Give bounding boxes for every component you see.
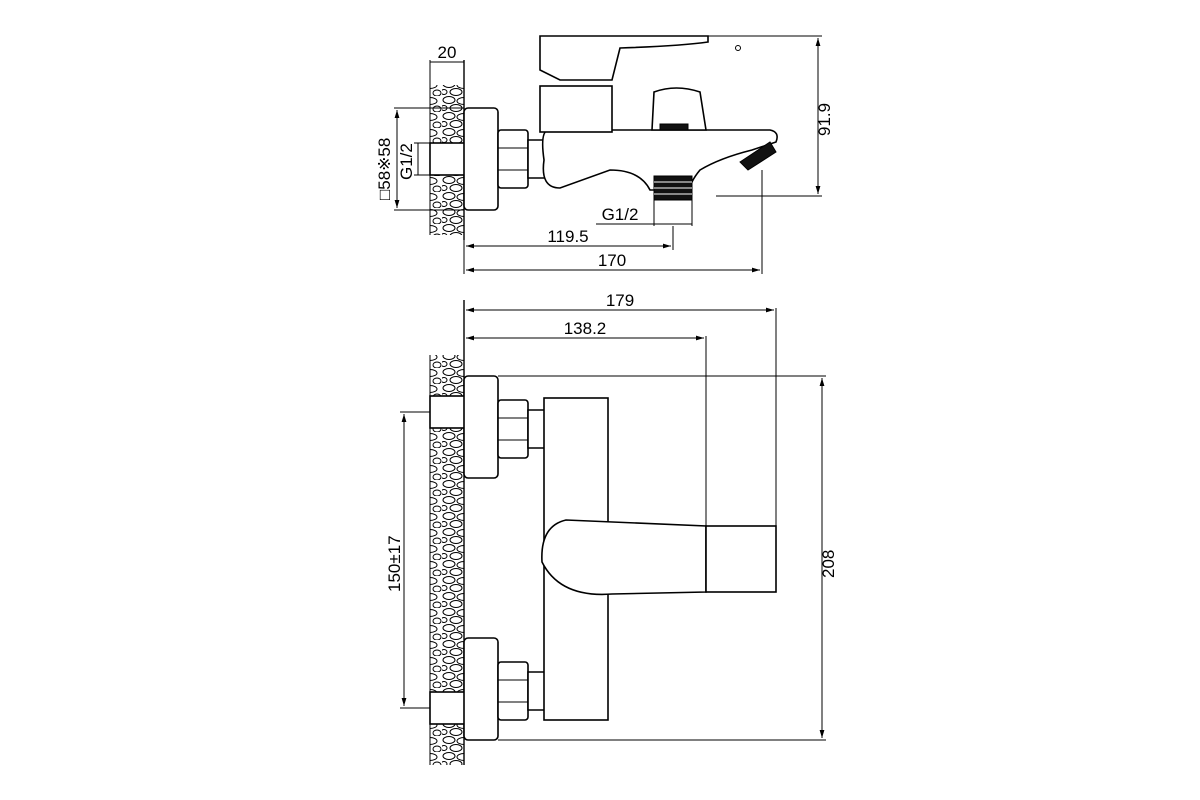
dim-total: 179: [606, 291, 634, 310]
wall-flange-upper: [463, 375, 499, 479]
dim-flange: □58※58: [375, 138, 394, 200]
wall-flange-top: [463, 107, 499, 211]
dim-outlet-distance: 119.5: [547, 227, 588, 246]
hex-nut-upper: [497, 399, 529, 459]
dim-wall-thickness: 20: [438, 43, 457, 62]
dim-outlet-thread: G1/2: [602, 205, 639, 224]
dim-height: 91.9: [815, 103, 834, 136]
dim-centers: 150±17: [385, 535, 404, 592]
top-view: 179 138.2 150±17 208: [385, 291, 838, 765]
hex-nut-lower: [497, 661, 529, 721]
lever-handle-bottom: [541, 519, 707, 596]
dim-inlet-thread: G1/2: [397, 143, 416, 180]
wall-flange-lower: [463, 637, 499, 741]
dim-width: 208: [819, 550, 838, 578]
hex-nut-top: [497, 129, 529, 189]
lever-handle-top: [539, 35, 709, 81]
dim-body-depth: 138.2: [564, 319, 607, 338]
side-view: 20 □58※58 G1/2 91.9 G1/2 119.5 170: [375, 35, 834, 274]
dim-depth: 170: [598, 251, 626, 270]
diverter-knob: [651, 87, 707, 131]
